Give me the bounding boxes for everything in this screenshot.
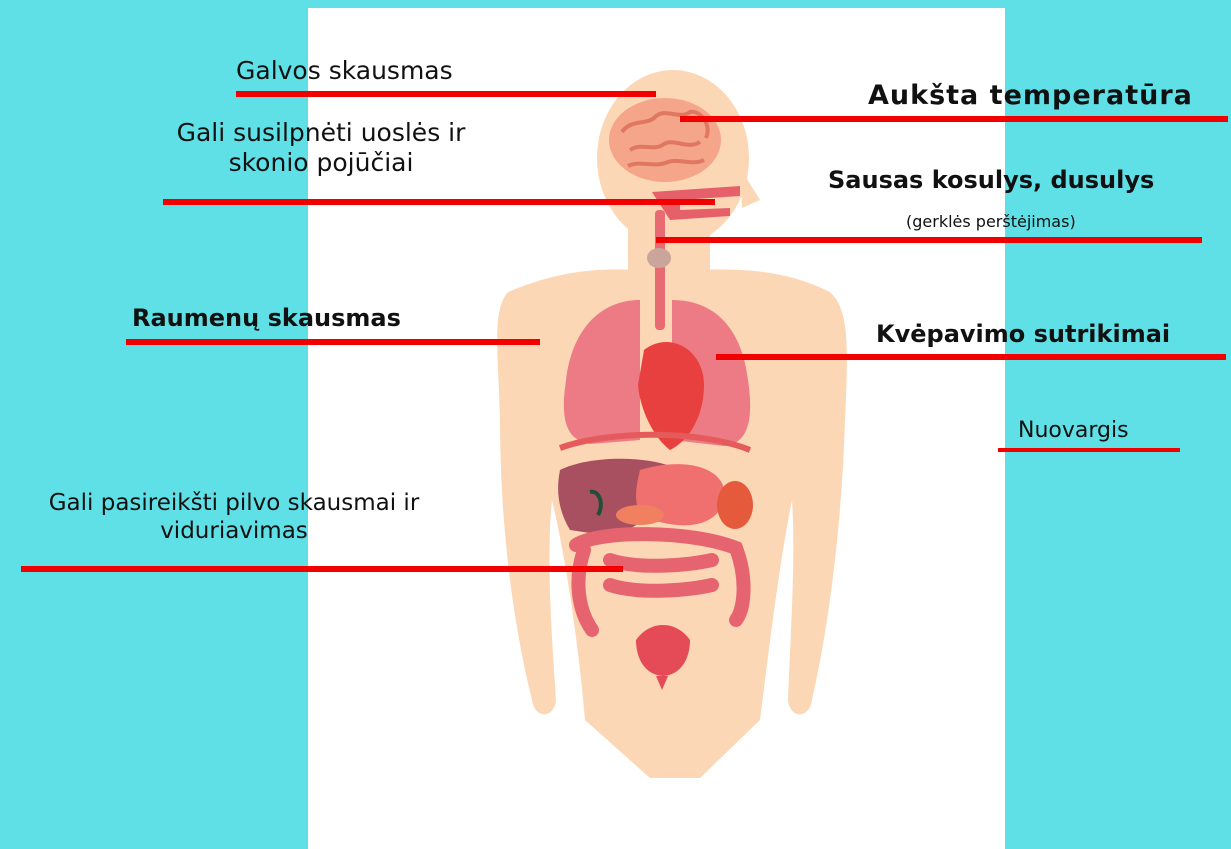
- leader-smell-taste: [163, 199, 715, 205]
- leader-high-temperature: [680, 116, 1228, 122]
- leader-headache: [236, 91, 656, 97]
- leader-breathing: [716, 354, 1226, 360]
- leader-fatigue: [998, 448, 1180, 452]
- label-smell-taste: Gali susilpnėti uoslės ir skonio pojūčia…: [150, 118, 492, 178]
- brain-icon: [609, 98, 721, 182]
- leader-stomach: [21, 566, 623, 572]
- label-smell-taste-line2: skonio pojūčiai: [150, 148, 492, 178]
- label-stomach-line1: Gali pasireikšti pilvo skausmai ir: [8, 490, 460, 518]
- label-dry-cough: Sausas kosulys, dusulys: [828, 166, 1154, 195]
- label-muscle-pain: Raumenų skausmas: [132, 304, 401, 333]
- label-fatigue: Nuovargis: [1018, 418, 1129, 444]
- label-stomach-line2: viduriavimas: [8, 518, 460, 546]
- label-headache: Galvos skausmas: [236, 56, 453, 86]
- label-breathing: Kvėpavimo sutrikimai: [876, 320, 1170, 349]
- leader-muscle-pain: [126, 339, 540, 345]
- leader-dry-cough: [656, 237, 1202, 243]
- label-smell-taste-line1: Gali susilpnėti uoslės ir: [150, 118, 492, 148]
- label-throat: (gerklės perštėjimas): [906, 212, 1076, 231]
- label-stomach: Gali pasireikšti pilvo skausmai ir vidur…: [8, 490, 460, 545]
- label-high-temperature: Aukšta temperatūra: [868, 80, 1193, 112]
